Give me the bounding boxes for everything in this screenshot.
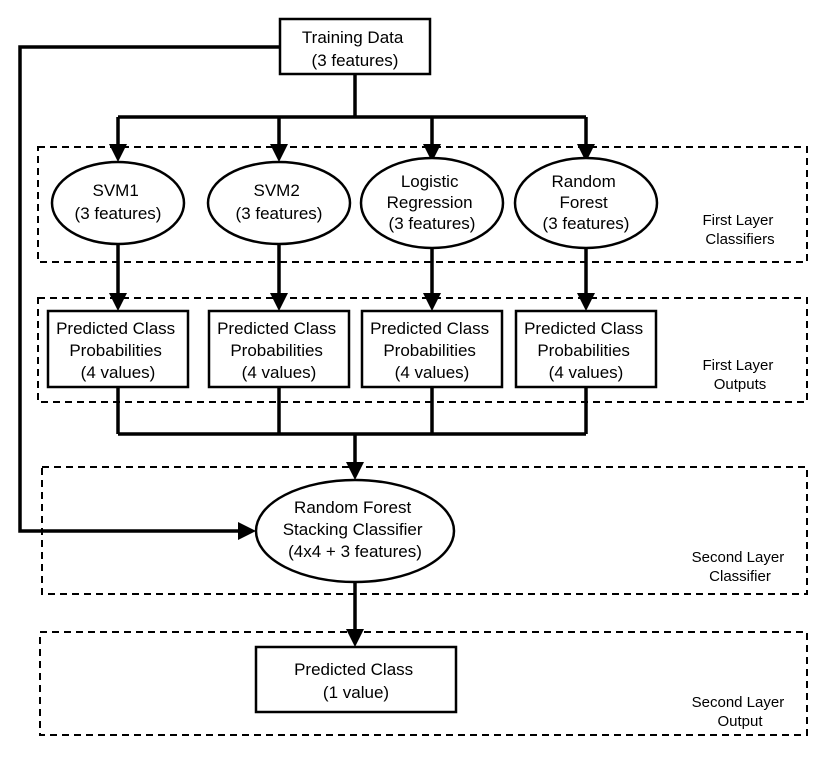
arrowhead-to-logistic-regression — [423, 144, 441, 162]
svg-text:Predicted Class Probabil: Predicted Class Probabilities (4 values) — [217, 319, 341, 382]
arrowhead-to-random-forest — [577, 144, 595, 162]
classifier-random-forest: Random Forest (3 features) — [513, 156, 659, 250]
svg-text:Predicted Class Probabil: Predicted Class Probabilities (4 values) — [524, 319, 648, 382]
output-box-logistic-regression: Predicted Class Probabilities (4 values) — [360, 309, 504, 389]
training-data-node: Training Data (3 features) — [278, 17, 432, 76]
first-layer-outputs-label: First Layer Outputs — [702, 357, 777, 393]
classifier-logistic-regression: Logistic Regression (3 features) — [359, 156, 505, 250]
svg-text:Predicted Class (1 value: Predicted Class (1 value) — [294, 660, 418, 702]
arrowhead-to-stacker — [346, 462, 364, 480]
connectors — [18, 45, 595, 647]
arrowhead-to-svm2 — [270, 144, 288, 162]
svg-text:Logistic Regression: Logistic Regression (3 features) — [387, 172, 478, 233]
arrowhead-to-output-3 — [423, 293, 441, 311]
classifier-svm1: SVM1 (3 features) — [50, 160, 186, 246]
classifier-svm2: SVM2 (3 features) — [206, 160, 352, 246]
first-layer-outputs-region — [37, 297, 808, 403]
svg-text:SVM2 (3 features): SVM2 (3 features) — [236, 181, 323, 223]
bypass-connector — [18, 45, 280, 533]
second-layer-output-region — [39, 631, 808, 736]
arrowhead-to-output-4 — [577, 293, 595, 311]
svg-text:Random Forest Stacking C: Random Forest Stacking Classifier (4x4 +… — [283, 498, 428, 561]
predicted-class-node: Predicted Class (1 value) — [254, 645, 458, 714]
arrowhead-to-final-output — [346, 629, 364, 647]
svg-text:Predicted Class Probabil: Predicted Class Probabilities (4 values) — [370, 319, 494, 382]
bypass-arrowhead — [238, 522, 256, 540]
arrowhead-to-svm1 — [109, 144, 127, 162]
first-layer-classifiers-region — [37, 146, 808, 263]
stacking-classifier-node: Random Forest Stacking Classifier (4x4 +… — [254, 478, 456, 584]
svg-text:Training Data (3 feature: Training Data (3 features) — [302, 28, 408, 70]
svg-text:Random Forest (3 f: Random Forest (3 features) — [543, 172, 630, 233]
second-layer-classifier-label: Second Layer Classifier — [692, 549, 789, 585]
output-box-svm1: Predicted Class Probabilities (4 values) — [46, 309, 190, 389]
first-layer-classifiers-label: First Layer Classifiers — [702, 212, 777, 248]
output-box-random-forest: Predicted Class Probabilities (4 values) — [514, 309, 658, 389]
second-layer-output-label: Second Layer Output — [692, 694, 789, 730]
arrowhead-to-output-2 — [270, 293, 288, 311]
svg-text:SVM1 (3 features): SVM1 (3 features) — [75, 181, 162, 223]
arrowhead-to-output-1 — [109, 293, 127, 311]
svg-text:Predicted Class Probabil: Predicted Class Probabilities (4 values) — [56, 319, 180, 382]
output-box-svm2: Predicted Class Probabilities (4 values) — [207, 309, 351, 389]
